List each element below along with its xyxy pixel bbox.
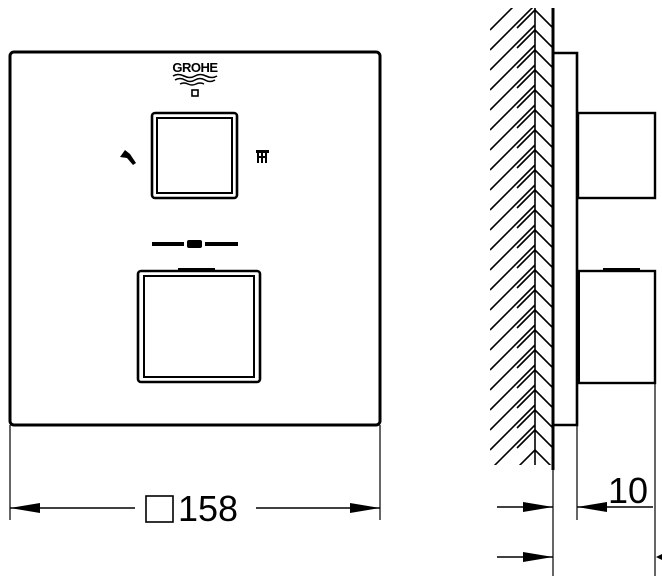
side-view: 10 [490,8,662,576]
overhead-shower-icon [256,150,269,163]
front-view: GROHE [8,50,382,529]
diverter-button [150,111,239,200]
cover-plate [8,50,382,427]
diverter-handle-profile [576,111,657,200]
hand-shower-icon [120,150,136,165]
wall-hatching [490,8,553,465]
indicator-square-icon [191,89,199,97]
plate-profile [553,51,579,427]
thermostat-handle-profile [576,268,657,385]
width-dimension: 158 [9,425,381,529]
width-value: 158 [178,488,238,529]
thermostat-button [136,268,262,384]
brand-text: GROHE [172,60,218,75]
depth-dimension: 10 [497,383,662,576]
square-symbol-icon [145,495,174,523]
temperature-marker-icon [152,240,238,248]
grohe-logo: GROHE [172,60,219,86]
depth-value: 10 [608,470,648,511]
